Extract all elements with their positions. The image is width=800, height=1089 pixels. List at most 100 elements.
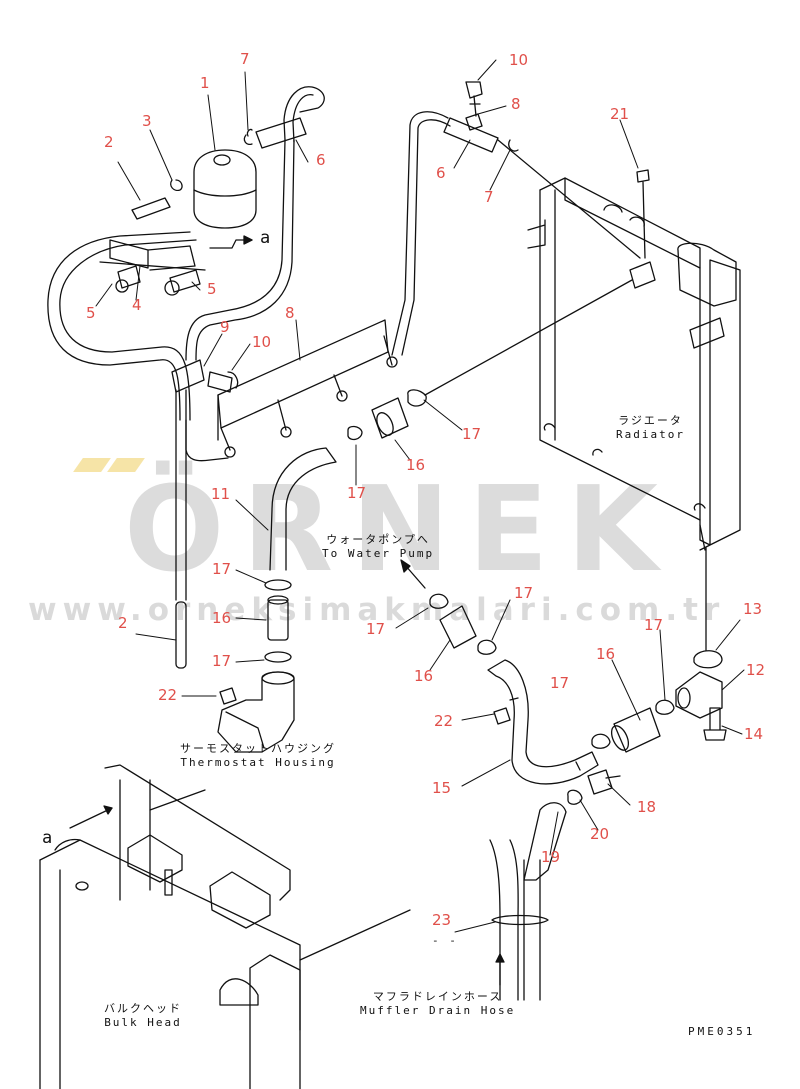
callout-8-bar: 8 — [285, 304, 295, 322]
clamp-17-upper-b — [347, 425, 363, 441]
thermostat-housing — [217, 671, 295, 753]
drawing-code: PME0351 — [688, 1025, 756, 1038]
bulk-head-en: Bulk Head — [104, 1015, 182, 1029]
callout-13: 13 — [743, 600, 763, 618]
callout-15: 15 — [432, 779, 452, 797]
bolt-14 — [703, 707, 727, 741]
callout-4: 4 — [132, 296, 142, 314]
callout-10-top: 10 — [509, 51, 529, 69]
hose-16-center — [267, 599, 289, 641]
watermark-brand: ÖRNEK — [124, 460, 676, 598]
callout-17-lower-top: 17 — [514, 584, 534, 602]
callout-21: 21 — [610, 105, 630, 123]
radiator-label-en: Radiator — [616, 427, 685, 441]
muffler-drain-hose — [489, 839, 541, 1001]
callout-7-right: 7 — [484, 188, 494, 206]
hose-2-piece — [175, 601, 187, 669]
clamp-17-center-a — [264, 579, 292, 591]
callout-10-left: 10 — [252, 333, 272, 351]
arrow-to-a-bottom — [69, 807, 113, 829]
callout-6-right: 6 — [436, 164, 446, 182]
line-17-radiator — [424, 279, 633, 396]
watermark-url: www.orneksimakmalari.com.tr — [28, 592, 726, 628]
radiator-label: ラジエータ Radiator — [616, 414, 685, 442]
clip-20 — [567, 789, 583, 805]
callout-6-left: 6 — [316, 151, 326, 169]
dash-mark: - - — [432, 934, 458, 947]
callout-7-left: 7 — [240, 50, 250, 68]
callout-17-right: 17 — [644, 616, 664, 634]
callout-20: 20 — [590, 825, 610, 843]
callout-5-right: 5 — [207, 280, 217, 298]
muffler-drain-hose-en: Muffler Drain Hose — [360, 1003, 516, 1017]
callout-11: 11 — [211, 485, 231, 503]
band-23 — [491, 914, 549, 926]
hose-16-lower-a — [439, 605, 477, 649]
callout-17-lower-mid: 17 — [550, 674, 570, 692]
clip-7-right — [508, 139, 519, 152]
callout-2-top: 2 — [104, 133, 114, 151]
callout-17-mid: 17 — [347, 484, 367, 502]
thermostat-housing-en: Thermostat Housing — [180, 755, 336, 769]
thermostat-housing-label: サーモスタットハウジング Thermostat Housing — [180, 742, 336, 770]
ref-a-bottom: a — [42, 828, 55, 848]
bulk-head-jp: バルクヘッド — [104, 1002, 182, 1015]
clamp-17-center-b — [264, 651, 292, 663]
callout-1: 1 — [200, 74, 210, 92]
hose-16-upper — [371, 397, 409, 439]
thermostat-housing-jp: サーモスタットハウジング — [180, 742, 336, 755]
to-water-pump-en: To Water Pump — [322, 546, 435, 560]
callout-3: 3 — [142, 112, 152, 130]
callout-16-right: 16 — [596, 645, 616, 663]
hose-16-right — [613, 707, 661, 753]
overflow-hose-left-inner — [59, 239, 197, 421]
clamp-17-lower-a — [429, 593, 449, 609]
clamp-17-right-a — [591, 733, 611, 749]
callout-9: 9 — [220, 318, 230, 336]
callout-23: 23 — [432, 911, 452, 929]
muffler-drain-hose-label: マフラドレインホース Muffler Drain Hose — [360, 990, 515, 1018]
hose-right-riser — [391, 111, 449, 356]
to-water-pump-jp: ウォータポンプへ — [326, 533, 430, 546]
bulk-head — [39, 764, 411, 1089]
clamp-17-upper-a — [407, 389, 427, 407]
callout-16-upper: 16 — [406, 456, 426, 474]
callout-14: 14 — [744, 725, 764, 743]
hose-loop-top-left — [283, 86, 325, 141]
leader-lines — [95, 59, 745, 933]
fitting-12 — [675, 671, 723, 719]
bulk-head-label: バルクヘッド Bulk Head — [104, 1002, 182, 1030]
to-water-pump-label: ウォータポンプへ To Water Pump — [322, 533, 434, 561]
callout-2-lower: 2 — [118, 614, 128, 632]
hose-2-vertical — [175, 389, 187, 601]
bolt-22-left — [219, 687, 237, 705]
bolt-10-top — [465, 81, 483, 117]
clip-8-right — [465, 113, 483, 131]
clamp-17-right-b — [655, 699, 675, 715]
bolt-5-right — [164, 269, 201, 296]
hose-19 — [523, 802, 567, 881]
line-hose6-radiator — [497, 139, 641, 259]
callout-17-center-a: 17 — [212, 560, 232, 578]
hose-15 — [487, 659, 599, 785]
callout-22-right: 22 — [434, 712, 454, 730]
callout-8-top: 8 — [511, 95, 521, 113]
bolt-22-right — [493, 707, 511, 725]
ref-a-top: a — [260, 228, 273, 248]
callout-12: 12 — [746, 661, 766, 679]
bracket-4 — [99, 239, 206, 271]
hose-center-down — [185, 139, 286, 361]
clip-7-left — [243, 128, 253, 146]
hose-11 — [269, 447, 337, 571]
hose-lower-left — [185, 419, 229, 462]
callout-17-upper-label-extra: 17 — [550, 676, 569, 691]
callout-16-lower: 16 — [414, 667, 434, 685]
reserve-tank — [193, 149, 257, 229]
bar-8 — [217, 319, 398, 458]
callout-16-center: 16 — [212, 609, 232, 627]
hose-6-right — [443, 117, 499, 153]
hose-2-small — [131, 197, 171, 220]
arrow-to-water-pump — [404, 564, 426, 589]
callout-17-lower-left: 17 — [366, 620, 386, 638]
